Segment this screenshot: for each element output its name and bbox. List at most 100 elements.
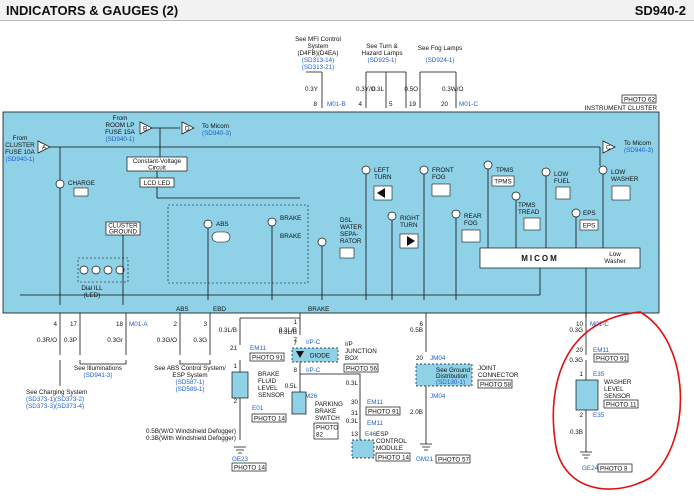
- svg-text:(D4FB)(D4EA): (D4FB)(D4EA): [298, 50, 339, 57]
- svg-text:FUSE 15A: FUSE 15A: [105, 129, 136, 136]
- svg-text:FOG: FOG: [464, 220, 478, 227]
- top-wire-labels: 0.3Y 0.3Y/O 0.3L 0.5O 0.3W/O 8 4 5 19 20…: [305, 86, 478, 108]
- svg-text:LEFT: LEFT: [374, 167, 390, 174]
- from-cluster-fuse: From CLUSTER FUSE 10A (SD940-1): [5, 135, 36, 163]
- svg-text:JUNCTION: JUNCTION: [345, 348, 377, 355]
- ebd-line-label: EBD: [213, 306, 226, 313]
- svg-text:0.3W/O: 0.3W/O: [442, 86, 463, 93]
- room-lp-wire: [152, 127, 180, 157]
- brake-fluid-sensor: [231, 371, 249, 399]
- svg-text:M01-A: M01-A: [129, 321, 148, 328]
- svg-text:(SD313-14): (SD313-14): [302, 57, 335, 64]
- svg-text:3: 3: [203, 321, 207, 328]
- right-turn-lamp: [387, 211, 397, 221]
- joint-connector: [415, 363, 473, 387]
- svg-text:PHOTO 91: PHOTO 91: [368, 409, 400, 416]
- charge-lamp: CHARGE: [55, 179, 95, 197]
- svg-text:0.3L: 0.3L: [346, 418, 359, 425]
- svg-text:BRAKE: BRAKE: [258, 371, 279, 378]
- svg-text:Low: Low: [609, 251, 621, 258]
- photo-tag-cluster: [621, 94, 657, 104]
- svg-text:PHOTO 14: PHOTO 14: [254, 416, 286, 423]
- svg-text:TPMS: TPMS: [494, 179, 512, 186]
- svg-text:SENSOR: SENSOR: [258, 392, 285, 399]
- page-title: INDICATORS & GAUGES (2): [6, 3, 179, 18]
- svg-text:RATOR: RATOR: [340, 238, 362, 245]
- svg-text:BRAKE: BRAKE: [280, 233, 301, 240]
- svg-text:0.3Gr: 0.3Gr: [107, 337, 123, 344]
- page-header: INDICATORS & GAUGES (2) SD940-2: [0, 0, 694, 21]
- svg-text:82: 82: [316, 432, 324, 439]
- rear-fog-icon: [461, 229, 481, 243]
- abs-brake-block: [167, 204, 309, 284]
- svg-text:PARKING: PARKING: [315, 401, 343, 408]
- svg-text:A: A: [42, 145, 47, 152]
- svg-text:RIGHT: RIGHT: [400, 215, 420, 222]
- from-room-lp: From ROOM LP FUSE 15A (SD940-1): [105, 115, 136, 143]
- svg-text:System: System: [308, 43, 329, 50]
- svg-text:WATER: WATER: [340, 224, 362, 231]
- svg-text:1: 1: [233, 363, 237, 370]
- svg-text:PHOTO 14: PHOTO 14: [234, 465, 266, 472]
- svg-text:LOW: LOW: [554, 171, 568, 178]
- micom-block: [479, 247, 641, 269]
- tpms-lamp: [483, 160, 493, 170]
- svg-text:GROUND: GROUND: [109, 229, 137, 236]
- parking-brake-label: PARKING BRAKE SWITCH: [315, 401, 343, 422]
- ground-ge23: [234, 446, 246, 454]
- fuel-icon: [555, 186, 571, 200]
- svg-text:PHOTO 11: PHOTO 11: [606, 402, 637, 409]
- tpms-tread-lamp: [511, 191, 521, 201]
- esp-module: [351, 439, 375, 459]
- svg-text:From: From: [113, 115, 128, 122]
- svg-text:PHOTO 8: PHOTO 8: [600, 466, 628, 473]
- svg-text:Hazard Lamps: Hazard Lamps: [362, 50, 403, 57]
- ref-mfi: See MFI Control System (D4FB)(D4EA) (SD3…: [295, 36, 341, 71]
- svg-text:LEVEL: LEVEL: [604, 386, 624, 393]
- svg-text:REAR: REAR: [464, 213, 482, 220]
- svg-text:E01: E01: [252, 405, 264, 412]
- svg-text:0.3B: 0.3B: [570, 429, 583, 436]
- svg-text:20: 20: [576, 347, 584, 354]
- ref-charging: See Charging System (SD373-1)(SD373-2) (…: [26, 389, 87, 410]
- connector-b: [139, 121, 153, 135]
- svg-text:LOW: LOW: [611, 169, 625, 176]
- svg-text:10: 10: [576, 321, 584, 328]
- svg-text:DSL: DSL: [340, 217, 353, 224]
- connector-d: [181, 121, 195, 135]
- svg-text:PHOTO 91: PHOTO 91: [252, 355, 284, 362]
- svg-text:0.3G: 0.3G: [569, 327, 583, 334]
- front-fog-icon: [431, 183, 451, 197]
- svg-text:20: 20: [416, 355, 424, 362]
- svg-text:M01-C: M01-C: [590, 321, 609, 328]
- joint-label: JOINT CONNECTOR: [478, 365, 519, 379]
- svg-text:FOG: FOG: [432, 174, 446, 181]
- svg-text:DIODE: DIODE: [310, 353, 330, 360]
- svg-text:To Micom: To Micom: [202, 123, 229, 130]
- svg-text:JOINT: JOINT: [478, 365, 496, 372]
- svg-text:I/P-C: I/P-C: [306, 339, 321, 346]
- illum-bracket: [79, 360, 127, 365]
- ref-abs-control: See ABS Control System/ ESP System (SD58…: [154, 365, 226, 393]
- svg-text:PHOTO 14: PHOTO 14: [378, 455, 410, 462]
- svg-text:0.5O: 0.5O: [404, 86, 418, 93]
- svg-text:(SD925-1): (SD925-1): [367, 57, 396, 64]
- svg-text:(SD940-3): (SD940-3): [202, 130, 231, 137]
- svg-text:2: 2: [579, 412, 583, 419]
- svg-text:31: 31: [351, 410, 359, 417]
- svg-text:PHOTO 58: PHOTO 58: [480, 382, 512, 389]
- washer-level-sensor: [575, 379, 599, 411]
- svg-text:GE24: GE24: [582, 465, 599, 472]
- tpms-icon: [491, 175, 515, 187]
- svg-text:See ABS Control System/: See ABS Control System/: [154, 365, 226, 372]
- red-annotation-circle: [552, 311, 682, 490]
- diode-icon: [296, 351, 304, 358]
- svg-text:2.0B: 2.0B: [410, 409, 423, 416]
- svg-text:ABS: ABS: [216, 221, 229, 228]
- rear-fog-lamp: [451, 209, 461, 219]
- connector-a: [37, 140, 51, 154]
- ip-junction-label: I/P JUNCTION BOX: [345, 341, 377, 362]
- svg-text:FRONT: FRONT: [432, 167, 454, 174]
- svg-text:21: 21: [230, 345, 238, 352]
- svg-text:(SD373-3)(SD373-4): (SD373-3)(SD373-4): [26, 403, 84, 410]
